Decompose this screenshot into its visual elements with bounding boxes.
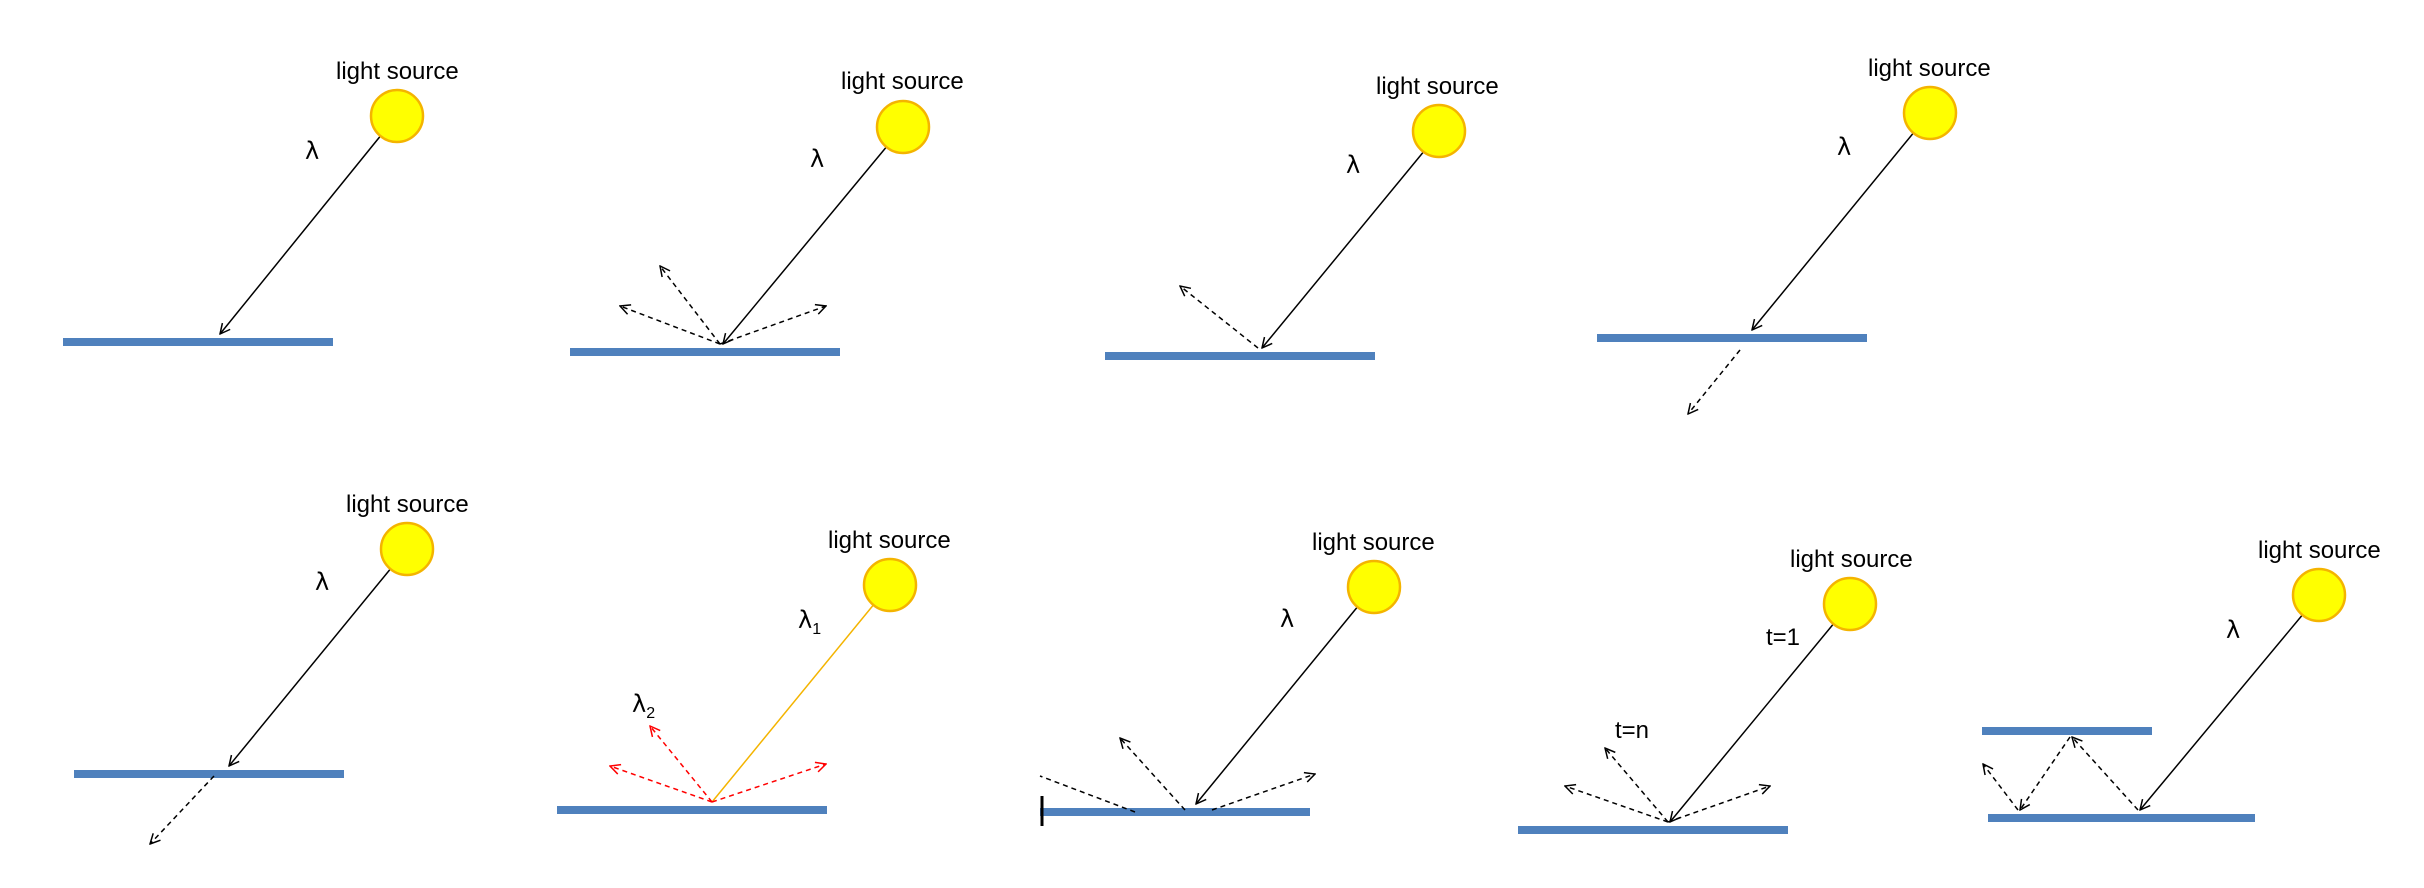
- transmitted-ray: [1688, 349, 1741, 414]
- emitted-ray: [711, 764, 826, 803]
- scattered-ray: [1039, 775, 1136, 813]
- light-source-label: light source: [2258, 537, 2381, 564]
- wavelength-label: λ: [1837, 133, 1851, 161]
- light-source-label: light source: [1868, 55, 1991, 82]
- panel-refraction: light source λ: [74, 491, 469, 844]
- panel-multiple-reflection: light source λ: [1982, 537, 2381, 822]
- incident-ray: [1670, 621, 1836, 822]
- time-end-label: t=n: [1615, 717, 1649, 744]
- incident-ray-shifted: [711, 602, 876, 803]
- sun-icon: [1411, 103, 1467, 159]
- emitted-ray: [1605, 748, 1669, 823]
- scattered-ray: [719, 306, 826, 345]
- refracted-ray: [150, 775, 215, 844]
- sun-icon: [2291, 567, 2347, 623]
- reflected-ray: [2020, 736, 2071, 810]
- incident-ray: [220, 133, 383, 334]
- light-source-label: light source: [336, 58, 459, 85]
- emitted-wavelength-label: λ2: [632, 690, 655, 722]
- panel-transmission: light source λ: [1597, 55, 1991, 414]
- light-source-label: light source: [1312, 529, 1435, 556]
- wavelength-label: λ: [810, 145, 824, 173]
- incident-ray: [1196, 604, 1360, 804]
- scattered-ray: [660, 266, 721, 345]
- incident-wavelength-label: λ1: [798, 606, 821, 638]
- emitted-ray: [610, 766, 713, 803]
- light-source-label: light source: [828, 527, 951, 554]
- reflected-ray: [1983, 764, 2019, 811]
- light-source-label: light source: [1790, 546, 1913, 573]
- sun-icon: [875, 99, 931, 155]
- sun-icon: [1346, 559, 1402, 615]
- light-source-label: light source: [346, 491, 469, 518]
- scattered-ray: [620, 306, 721, 345]
- sun-icon: [1902, 85, 1958, 141]
- sun-icon: [862, 557, 918, 613]
- scattered-ray: [1120, 738, 1186, 811]
- scattered-ray: [1211, 774, 1315, 811]
- incident-ray: [2140, 612, 2305, 810]
- wavelength-label: λ: [1346, 151, 1360, 179]
- time-start-label: t=1: [1766, 624, 1800, 651]
- light-source-label: light source: [1376, 73, 1499, 100]
- panel-delayed-emission: light source t=1 t=n: [1518, 546, 1913, 834]
- wavelength-label: λ: [2226, 616, 2240, 644]
- sun-icon: [379, 521, 435, 577]
- reflected-ray: [2072, 737, 2139, 811]
- panel-diffuse-reflection: light source λ: [570, 68, 964, 356]
- incident-ray: [229, 566, 393, 766]
- panel-wavelength-shift: light source λ1 λ2: [557, 527, 951, 814]
- panel-absorption: light source λ: [63, 58, 459, 346]
- panel-specular-reflection: light source λ: [1105, 73, 1499, 360]
- light-source-label: light source: [841, 68, 964, 95]
- incident-ray: [1262, 149, 1426, 348]
- emitted-ray: [1667, 786, 1770, 823]
- panel-surface-scattering: light source λ: [1039, 529, 1435, 826]
- wavelength-label: λ: [315, 568, 329, 596]
- sun-icon: [369, 88, 425, 144]
- reflected-ray: [1180, 286, 1259, 349]
- emitted-ray: [650, 726, 713, 803]
- emitted-ray: [1565, 786, 1669, 823]
- wavelength-label: λ: [1280, 605, 1294, 633]
- incident-ray: [723, 144, 889, 344]
- sun-icon: [1822, 576, 1878, 632]
- wavelength-label: λ: [305, 137, 319, 165]
- incident-ray: [1752, 130, 1916, 330]
